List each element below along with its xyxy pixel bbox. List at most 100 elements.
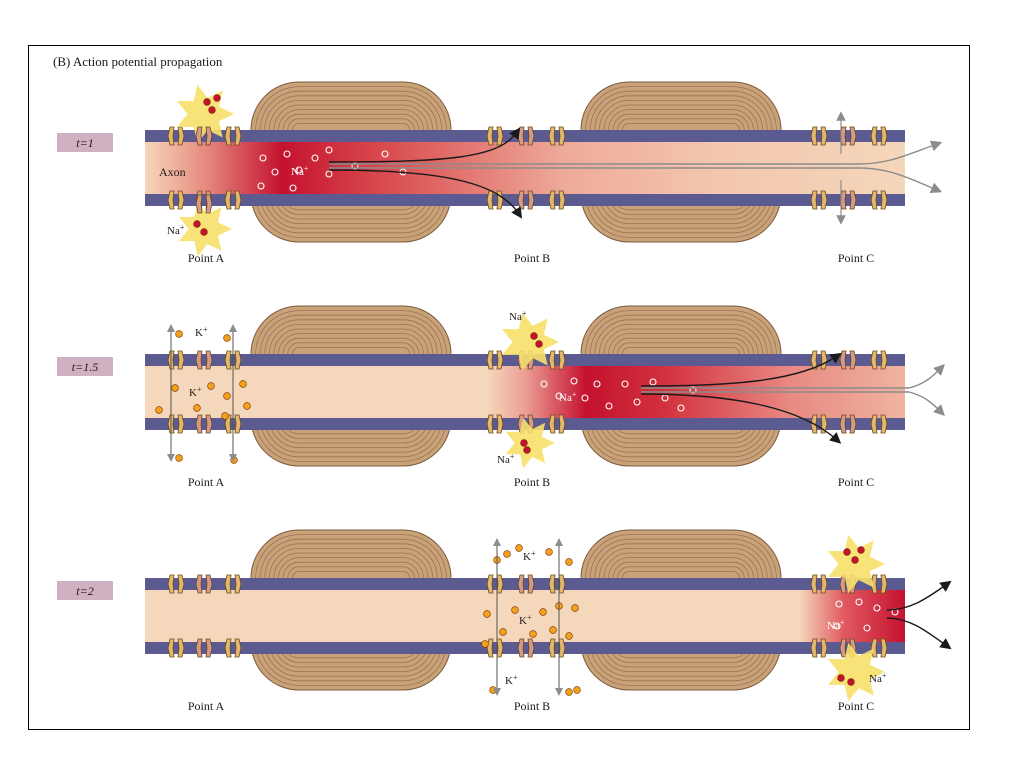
ion-channel — [870, 414, 878, 434]
sodium-ion — [851, 556, 859, 564]
membrane-upper — [145, 130, 905, 142]
depolarization-spark — [505, 417, 555, 469]
ion-channel — [810, 126, 818, 146]
potassium-ion — [539, 608, 547, 616]
ion-channel — [486, 126, 494, 146]
time-label: t=1.5 — [72, 360, 98, 374]
ion-channel — [195, 194, 203, 214]
ion-channel — [167, 574, 175, 594]
potassium-label: K+ — [505, 673, 518, 687]
potassium-ion — [223, 334, 231, 342]
ion-channel — [517, 638, 525, 658]
point-label: Point C — [838, 251, 874, 265]
sodium-ion — [581, 394, 589, 402]
sodium-ion — [677, 404, 685, 412]
ion-channel — [548, 414, 556, 434]
potassium-ion — [175, 330, 183, 338]
ion-channel — [486, 350, 494, 370]
ion-channel — [486, 414, 494, 434]
ion-channel — [517, 190, 525, 210]
ion-channel — [224, 638, 232, 658]
potassium-ion — [193, 404, 201, 412]
potassium-ion — [515, 544, 523, 552]
ion-channel — [195, 638, 203, 658]
sodium-ion — [835, 600, 843, 608]
depolarization-spark — [502, 312, 559, 372]
ion-channel — [810, 190, 818, 210]
panel-2-ions: Na+Na+Na+K+K+ — [155, 309, 945, 469]
sodium-ion — [193, 220, 201, 228]
sodium-ion — [605, 402, 613, 410]
potassium-ion — [243, 402, 251, 410]
current-arrow — [641, 364, 945, 389]
potassium-ion — [489, 686, 497, 694]
current-arrow — [641, 391, 945, 416]
sodium-ion — [555, 392, 563, 400]
sodium-ion — [351, 162, 359, 170]
ion-channel — [167, 638, 175, 658]
potassium-ion — [223, 392, 231, 400]
point-label: Point C — [838, 699, 874, 713]
sodium-ion — [200, 228, 208, 236]
sodium-ion — [259, 154, 267, 162]
ion-channel — [810, 638, 818, 658]
ion-channel — [548, 574, 556, 594]
time-label-box — [57, 581, 113, 600]
ion-channel — [224, 350, 232, 370]
time-label-box — [57, 357, 113, 376]
current-arrow — [886, 580, 952, 611]
sodium-ion — [530, 332, 538, 340]
sodium-ion — [833, 622, 841, 630]
ion-channel — [486, 190, 494, 210]
axon-body — [145, 588, 905, 644]
point-label: Point B — [514, 699, 550, 713]
sodium-ion — [863, 624, 871, 632]
potassium-ion — [571, 604, 579, 612]
potassium-ion — [565, 558, 573, 566]
potassium-label: K+ — [523, 549, 536, 563]
sodium-label: Na+ — [497, 452, 515, 466]
ion-channel — [224, 574, 232, 594]
current-arrow — [329, 140, 943, 165]
potassium-ion — [239, 380, 247, 388]
potassium-ion — [549, 626, 557, 634]
membrane-lower — [145, 642, 905, 654]
axon-label: Axon — [159, 165, 186, 179]
sodium-ion — [843, 548, 851, 556]
ion-channel — [224, 190, 232, 210]
potassium-ion — [503, 550, 511, 558]
ion-channel — [167, 126, 175, 146]
potassium-ion — [155, 406, 163, 414]
potassium-ion — [221, 412, 229, 420]
ion-channel — [195, 574, 203, 594]
sodium-ion — [593, 380, 601, 388]
potassium-ion — [565, 688, 573, 696]
sodium-label: Na+ — [167, 223, 185, 237]
sodium-ion — [633, 398, 641, 406]
ion-channel — [195, 126, 203, 146]
potassium-ion — [175, 454, 183, 462]
ion-channel — [195, 350, 203, 370]
figure-title: (B) Action potential propagation — [53, 54, 223, 69]
point-label: Point B — [514, 251, 550, 265]
potassium-ion — [545, 548, 553, 556]
point-label: Point B — [514, 475, 550, 489]
current-arrow — [328, 127, 521, 163]
depolarization-spark — [828, 534, 885, 594]
point-label: Point C — [838, 475, 874, 489]
point-label: Point A — [188, 699, 225, 713]
sodium-ion — [213, 94, 221, 102]
membrane-lower — [145, 194, 905, 206]
ion-channel — [224, 126, 232, 146]
sodium-ion — [381, 150, 389, 158]
potassium-ion — [573, 686, 581, 694]
current-arrow — [886, 617, 952, 650]
depolarization-spark — [828, 642, 885, 702]
ion-channel — [224, 414, 232, 434]
sodium-ion — [295, 166, 303, 174]
sodium-label: Na+ — [869, 671, 887, 685]
ion-channel — [810, 574, 818, 594]
sodium-ion — [535, 340, 543, 348]
sodium-ion — [621, 380, 629, 388]
